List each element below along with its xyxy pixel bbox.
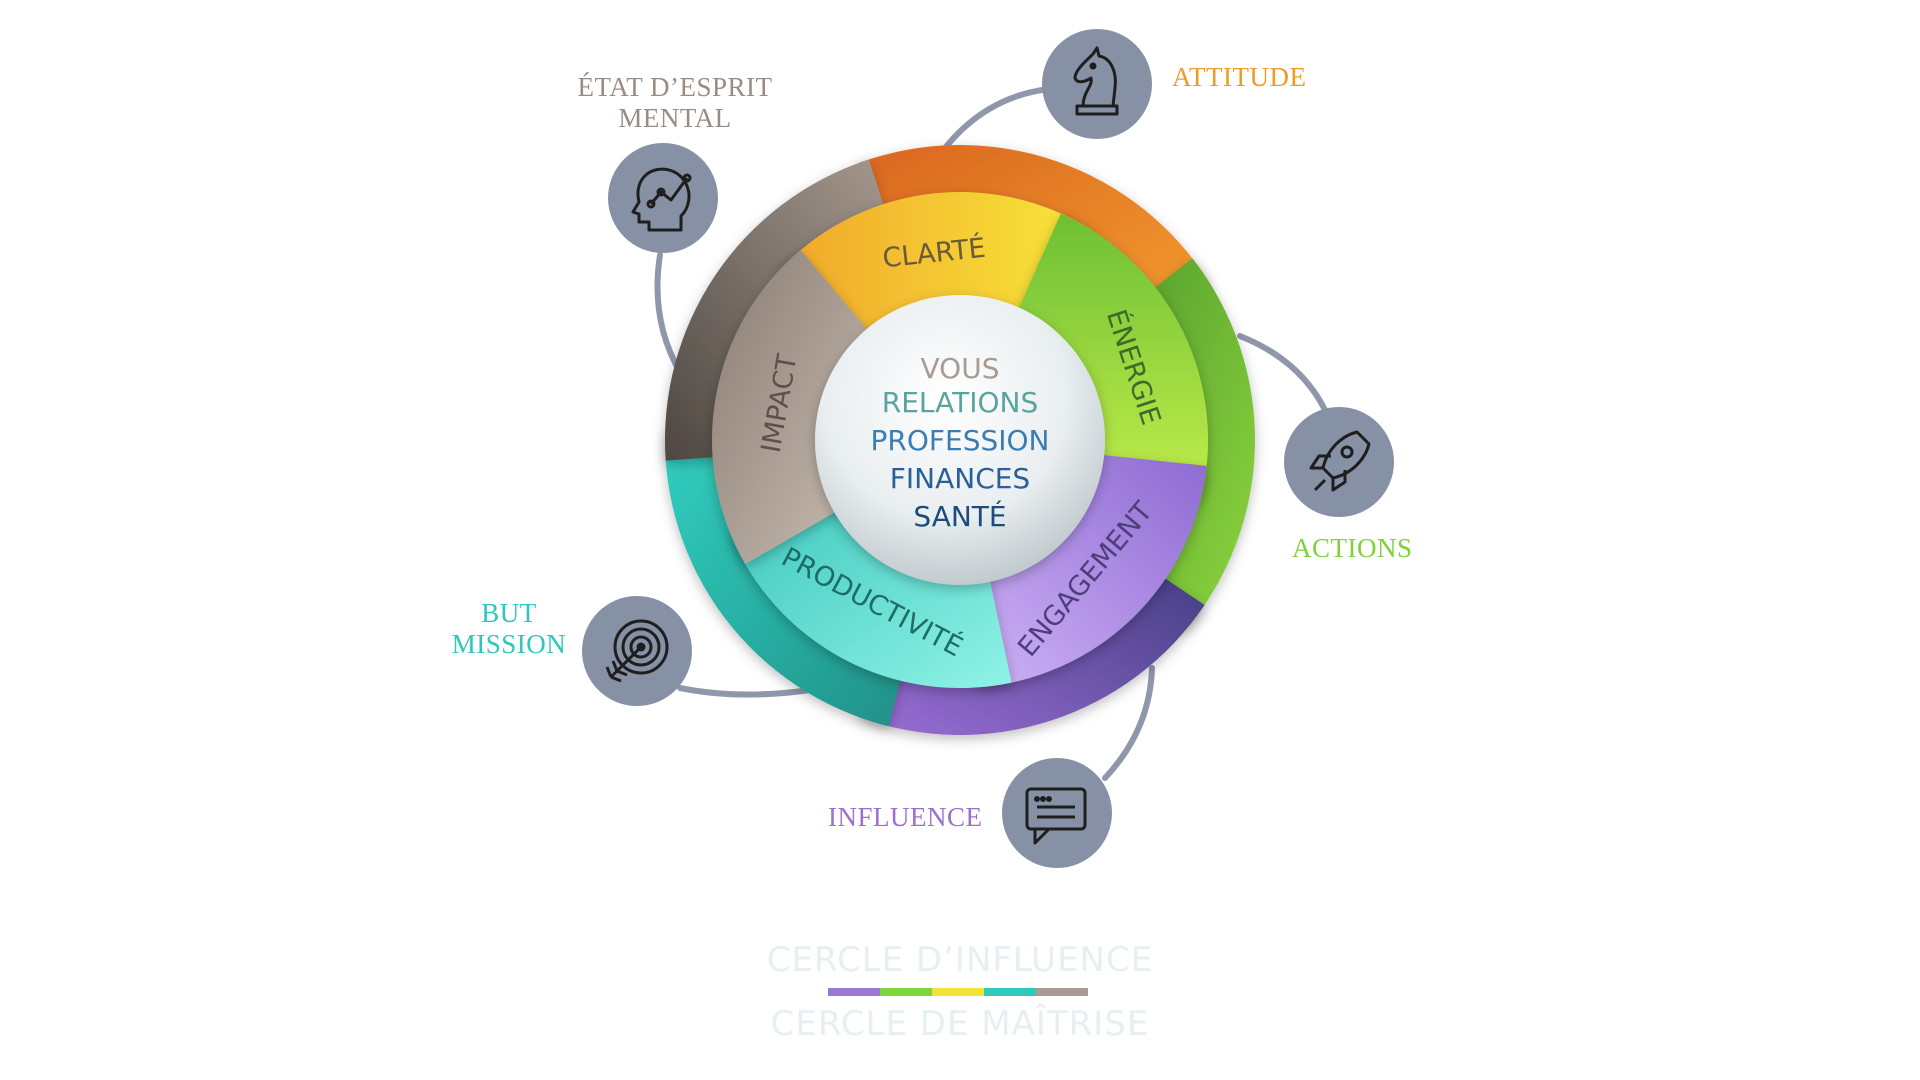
center-disc: [815, 295, 1105, 585]
actions-icon-disc[interactable]: [1284, 407, 1394, 517]
footer-bottom-title: CERCLE DE MAÎTRISE: [770, 1004, 1150, 1044]
attitude-icon-disc[interactable]: [1042, 29, 1152, 139]
label-influence-text: INFLUENCE: [828, 802, 983, 832]
label-mission-text: MISSION: [451, 629, 567, 660]
chess-knight-icon: [1073, 46, 1119, 116]
center-text: VOUS RELATIONS PROFESSION FINANCES SANTÉ: [871, 352, 1050, 533]
center-line-sante: SANTÉ: [913, 499, 1006, 533]
footer-bar-segment: [984, 988, 1036, 996]
icon-discs: [582, 29, 1394, 868]
label-attitude-text: ATTITUDE: [1172, 62, 1307, 92]
center-line-relations: RELATIONS: [882, 386, 1039, 419]
mission-icon-disc[interactable]: [582, 596, 692, 706]
connector-etat: [654, 252, 683, 375]
footer-color-bar: [828, 988, 1088, 996]
label-actions-text: ACTIONS: [1292, 533, 1413, 563]
center-line-profession: PROFESSION: [871, 424, 1050, 457]
label-but-text: BUT: [481, 598, 537, 628]
inner-segment-energie: [1012, 213, 1208, 500]
footer-bar-segment: [932, 988, 984, 996]
connector-actions: [1237, 333, 1328, 413]
center-line-vous: VOUS: [921, 352, 1000, 385]
influence-icon-disc[interactable]: [1002, 758, 1112, 868]
label-but-mission: BUT MISSION: [444, 598, 574, 660]
etat-icon-disc[interactable]: [608, 143, 718, 253]
center-line-finances: FINANCES: [890, 462, 1030, 495]
footer-bar-segment: [828, 988, 880, 996]
footer-bar-segment: [1036, 988, 1088, 996]
rocket-icon: [1309, 430, 1371, 492]
label-etat-line1: ÉTAT D’ESPRIT: [577, 72, 773, 102]
footer-bar-segment: [880, 988, 932, 996]
label-etat-line2: MENTAL: [618, 103, 732, 134]
inner-segment-engagement: [969, 453, 1207, 688]
connector-influence: [1102, 665, 1155, 781]
chat-bubble-icon: [1025, 787, 1087, 845]
label-influence: INFLUENCE: [828, 802, 983, 833]
footer-top-title: CERCLE D’INFLUENCE: [766, 940, 1154, 980]
label-etat-esprit: ÉTAT D’ESPRIT MENTAL: [560, 72, 790, 134]
label-attitude: ATTITUDE: [1172, 62, 1306, 93]
connector-attitude: [942, 85, 1063, 151]
head-growth-icon: [631, 167, 692, 232]
inner-segment-productivite: [730, 488, 1012, 688]
connector-mission: [677, 685, 813, 698]
label-actions: ACTIONS: [1292, 533, 1413, 564]
target-arrow-icon: [605, 619, 669, 683]
